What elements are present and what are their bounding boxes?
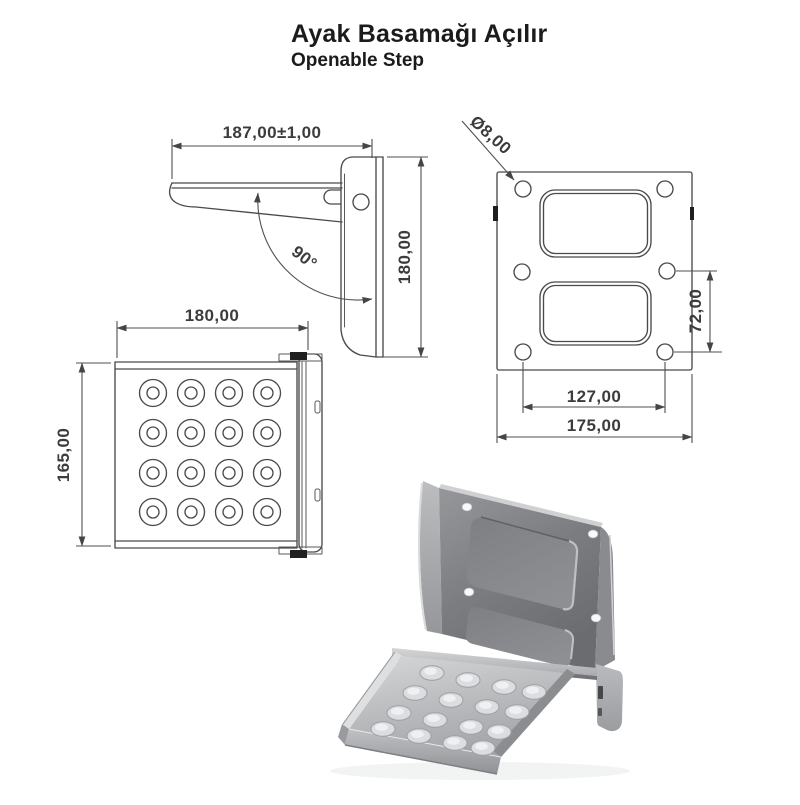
dim-hole-diameter-leader (461, 120, 515, 181)
dim-overall-width (496, 374, 693, 443)
dim-label-top-depth: 165,00 (54, 428, 73, 482)
render-step-front-lip (345, 729, 501, 774)
dim-side-height (379, 156, 428, 358)
title-block: Ayak Basamağı Açılır Openable Step (291, 20, 547, 72)
top-view-plate (114, 353, 323, 555)
dim-label-hole-hspacing: 127,00 (567, 387, 621, 406)
dim-hole-hspacing (522, 362, 666, 413)
side-view-step-profile (168, 182, 343, 223)
dim-label-side-height: 180,00 (395, 230, 414, 284)
dim-top-width (116, 321, 309, 358)
hinge-pin-bottom (290, 550, 307, 558)
render-lower-recess (465, 606, 574, 667)
product-render (330, 481, 630, 780)
edge-weld-tick-left (493, 206, 498, 221)
hinge-pin-hole (352, 193, 370, 211)
angle-arc-90 (253, 192, 373, 304)
dim-top-depth (76, 362, 111, 547)
render-mounting-holes (461, 502, 602, 623)
hinge-slot (323, 189, 342, 205)
render-right-flange (595, 527, 615, 671)
render-left-flange (419, 481, 442, 634)
render-step-left-rail (342, 651, 402, 729)
dim-label-angle: 90° (288, 242, 321, 274)
render-plate-top-edge (439, 484, 603, 527)
dim-label-hole-vspacing: 72,00 (686, 289, 705, 334)
top-view-drawing: 180,00 165,00 (54, 306, 323, 558)
dim-label-top-width: 180,00 (185, 306, 239, 325)
dim-label-hole-diameter: Ø8,00 (466, 112, 515, 158)
front-view-drawing: Ø8,00 72,00 127,00 175,00 (461, 112, 722, 443)
dim-label-overall-width: 175,00 (567, 416, 621, 435)
mounting-hole-group (513, 180, 676, 361)
dim-side-width (171, 139, 373, 179)
front-view-plate (496, 171, 693, 371)
hinge-pin-top (290, 352, 307, 360)
render-hinge-arm (596, 664, 623, 732)
dim-label-side-width: 187,00±1,00 (223, 123, 322, 142)
render-step-right-rail (493, 669, 575, 757)
page-subtitle: Openable Step (291, 49, 425, 71)
side-view-bracket-profile (323, 156, 384, 358)
render-upper-recess (466, 517, 578, 610)
render-hinge-bar (392, 648, 597, 676)
edge-weld-tick-right (690, 207, 694, 220)
tread-hole-grid (138, 378, 282, 527)
dim-hole-vspacing (674, 270, 722, 353)
page-title: Ayak Basamağı Açılır (291, 20, 548, 48)
